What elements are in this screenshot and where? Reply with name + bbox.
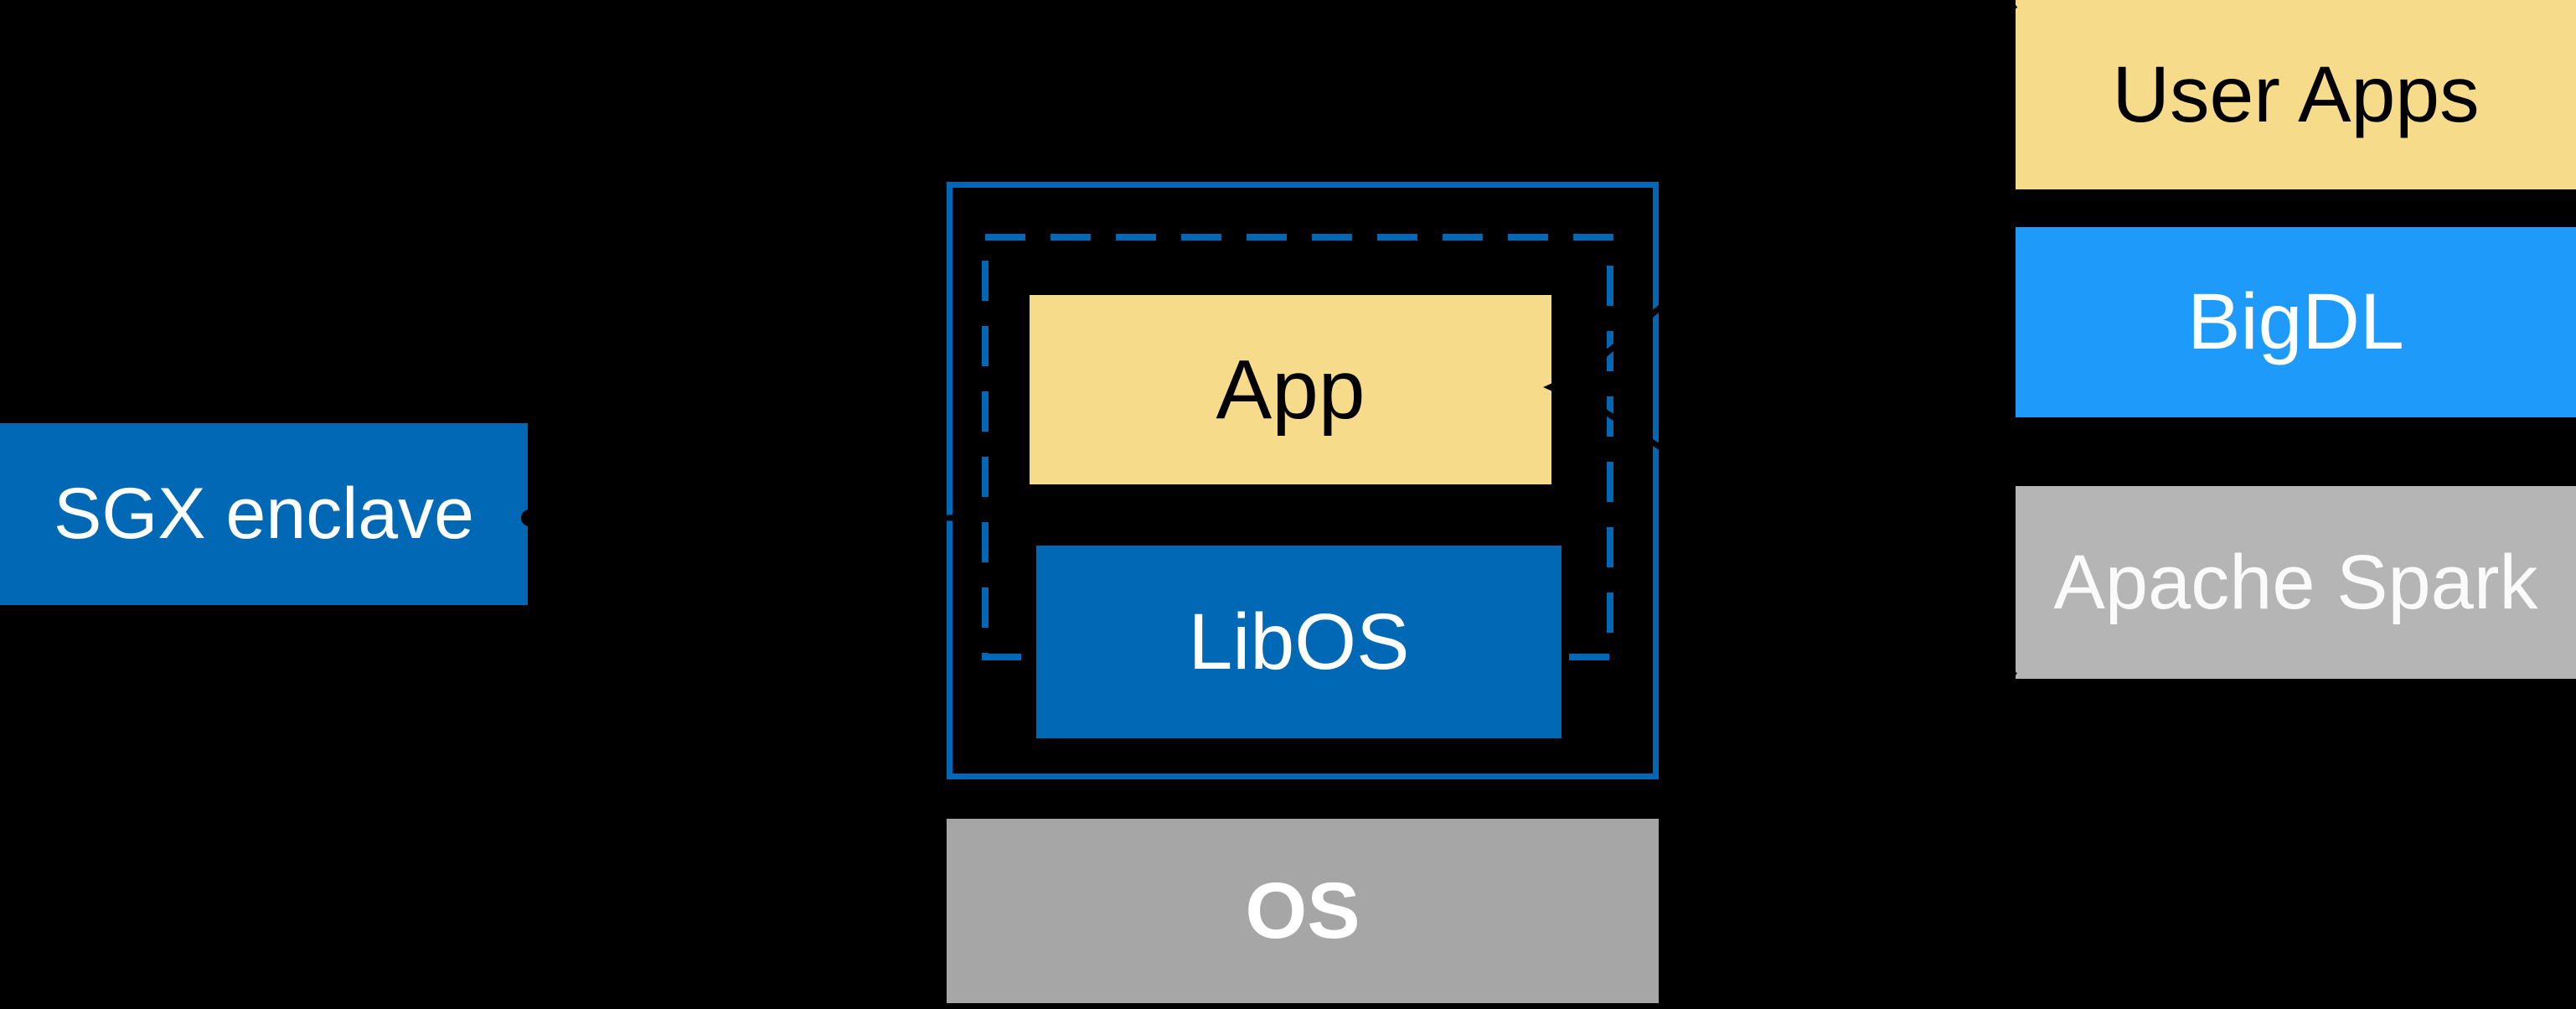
app-label: App [1216, 342, 1365, 437]
sgx-enclave-box: SGX enclave [0, 423, 528, 605]
bigdl-label: BigDL [2187, 277, 2404, 366]
apache-spark-label: Apache Spark [2053, 539, 2538, 625]
user-apps-box: User Apps [2016, 0, 2576, 189]
apache-spark-box: Apache Spark [2016, 486, 2576, 679]
app-box: App [1030, 295, 1551, 484]
sgx-enclave-label: SGX enclave [54, 473, 474, 554]
os-label: OS [1245, 866, 1360, 955]
user-apps-label: User Apps [2112, 49, 2480, 139]
os-box: OS [947, 819, 1659, 1003]
libos-label: LibOS [1188, 597, 1410, 686]
bigdl-box: BigDL [2016, 227, 2576, 417]
libos-box: LibOS [1036, 546, 1562, 738]
